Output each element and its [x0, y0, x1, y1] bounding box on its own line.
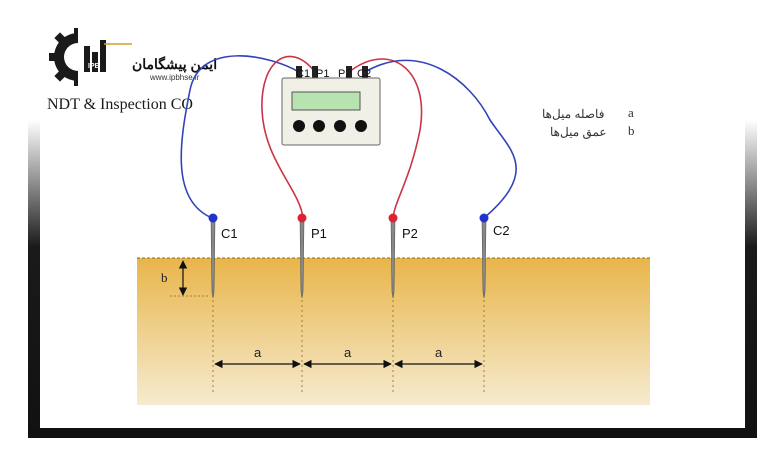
electrode-c2: [479, 213, 489, 299]
electrode-c1: [208, 213, 218, 299]
electrode-label-p1: P1: [311, 226, 327, 241]
depth-label: b: [161, 270, 168, 285]
electrode-label-c1: C1: [221, 226, 238, 241]
legend-a-text: فاصله میل‌ها: [542, 107, 605, 121]
terminal-label-c2: C2: [357, 68, 371, 80]
device-button-2: [313, 120, 325, 132]
device-button-3: [334, 120, 346, 132]
legend-b-key: b: [628, 123, 635, 138]
earth-tester-device: [281, 66, 381, 146]
wire-p1: [261, 55, 316, 219]
terminal-label-p2: P2: [338, 68, 351, 80]
spacing-label-1: a: [254, 345, 262, 360]
legend-a-key: a: [628, 105, 634, 120]
brand-name: ایمن پیشگامان: [132, 56, 218, 72]
company-logo: IPB: [49, 22, 134, 92]
device-display: [291, 91, 361, 111]
device-button-4: [355, 120, 367, 132]
legend-b-text: عمق میل‌ها: [550, 125, 607, 139]
device-button-1: [293, 120, 305, 132]
brand-url: www.ipbhse.ir: [150, 73, 200, 82]
electrode-label-p2: P2: [402, 226, 418, 241]
logo-letters: IPB: [88, 63, 100, 70]
terminal-label-p1: P1: [316, 68, 329, 80]
wire-c1: [180, 55, 300, 219]
wire-p2: [348, 58, 423, 219]
electrode-p1: [297, 213, 307, 299]
spacing-label-2: a: [344, 345, 352, 360]
spacing-label-3: a: [435, 345, 443, 360]
wire-c2: [364, 59, 517, 219]
frame-bottom-bar: [28, 428, 757, 438]
frame-right-bar: [745, 120, 757, 438]
company-name: NDT & Inspection CO: [47, 96, 193, 113]
electrode-p2: [388, 213, 398, 299]
electrode-label-c2: C2: [493, 223, 510, 238]
frame-left-bar: [28, 120, 40, 438]
terminal-label-c1: C1: [296, 68, 310, 80]
